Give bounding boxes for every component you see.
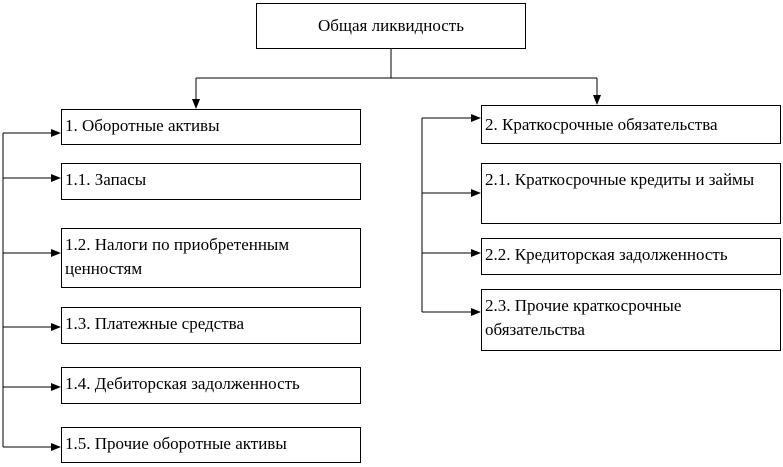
node-short-term-liabilities: 2. Краткосрочные обязательства (481, 105, 781, 144)
node-payment-means: 1.3. Платежные средства (61, 307, 361, 344)
node-taxes-on-acquired-values: 1.2. Налоги по приобретенным ценностям (61, 228, 361, 288)
node-current-assets: 1. Оборотные активы (61, 109, 361, 145)
node-inventories: 1.1. Запасы (61, 163, 361, 200)
node-payables: 2.2. Кредиторская задолженность (481, 238, 781, 275)
node-other-current-assets: 1.5. Прочие оборотные активы (61, 427, 361, 463)
root-node-total-liquidity: Общая ликвидность (256, 3, 526, 49)
node-short-term-loans: 2.1. Краткосрочные кредиты и займы (481, 163, 781, 224)
node-other-short-term-liabilities: 2.3. Прочие краткосрочные обязательства (481, 289, 781, 351)
node-receivables: 1.4. Дебиторская задолженность (61, 367, 361, 404)
